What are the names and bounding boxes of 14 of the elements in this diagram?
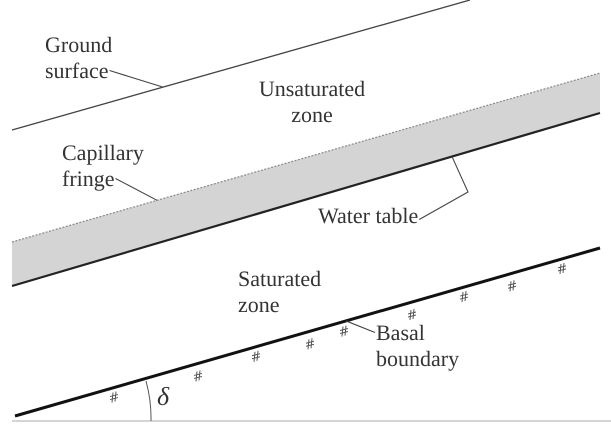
callout-label: Capillary fringe [62, 140, 148, 192]
boundary-line [12, 0, 470, 131]
callout-label: Ground surface [45, 32, 117, 84]
angle-symbol: δ [157, 384, 170, 410]
boundary-line [14, 246, 600, 418]
callout-label: Basal boundary [376, 320, 464, 372]
zone-label: Saturated zone [238, 266, 322, 318]
zone-label: Unsaturated zone [258, 76, 366, 128]
leader-line [109, 70, 164, 88]
leader-line [346, 320, 376, 334]
callout-label: Water table [318, 203, 426, 229]
boundary-line [12, 112, 600, 288]
leader-line [418, 156, 469, 220]
leader-line [115, 178, 158, 201]
